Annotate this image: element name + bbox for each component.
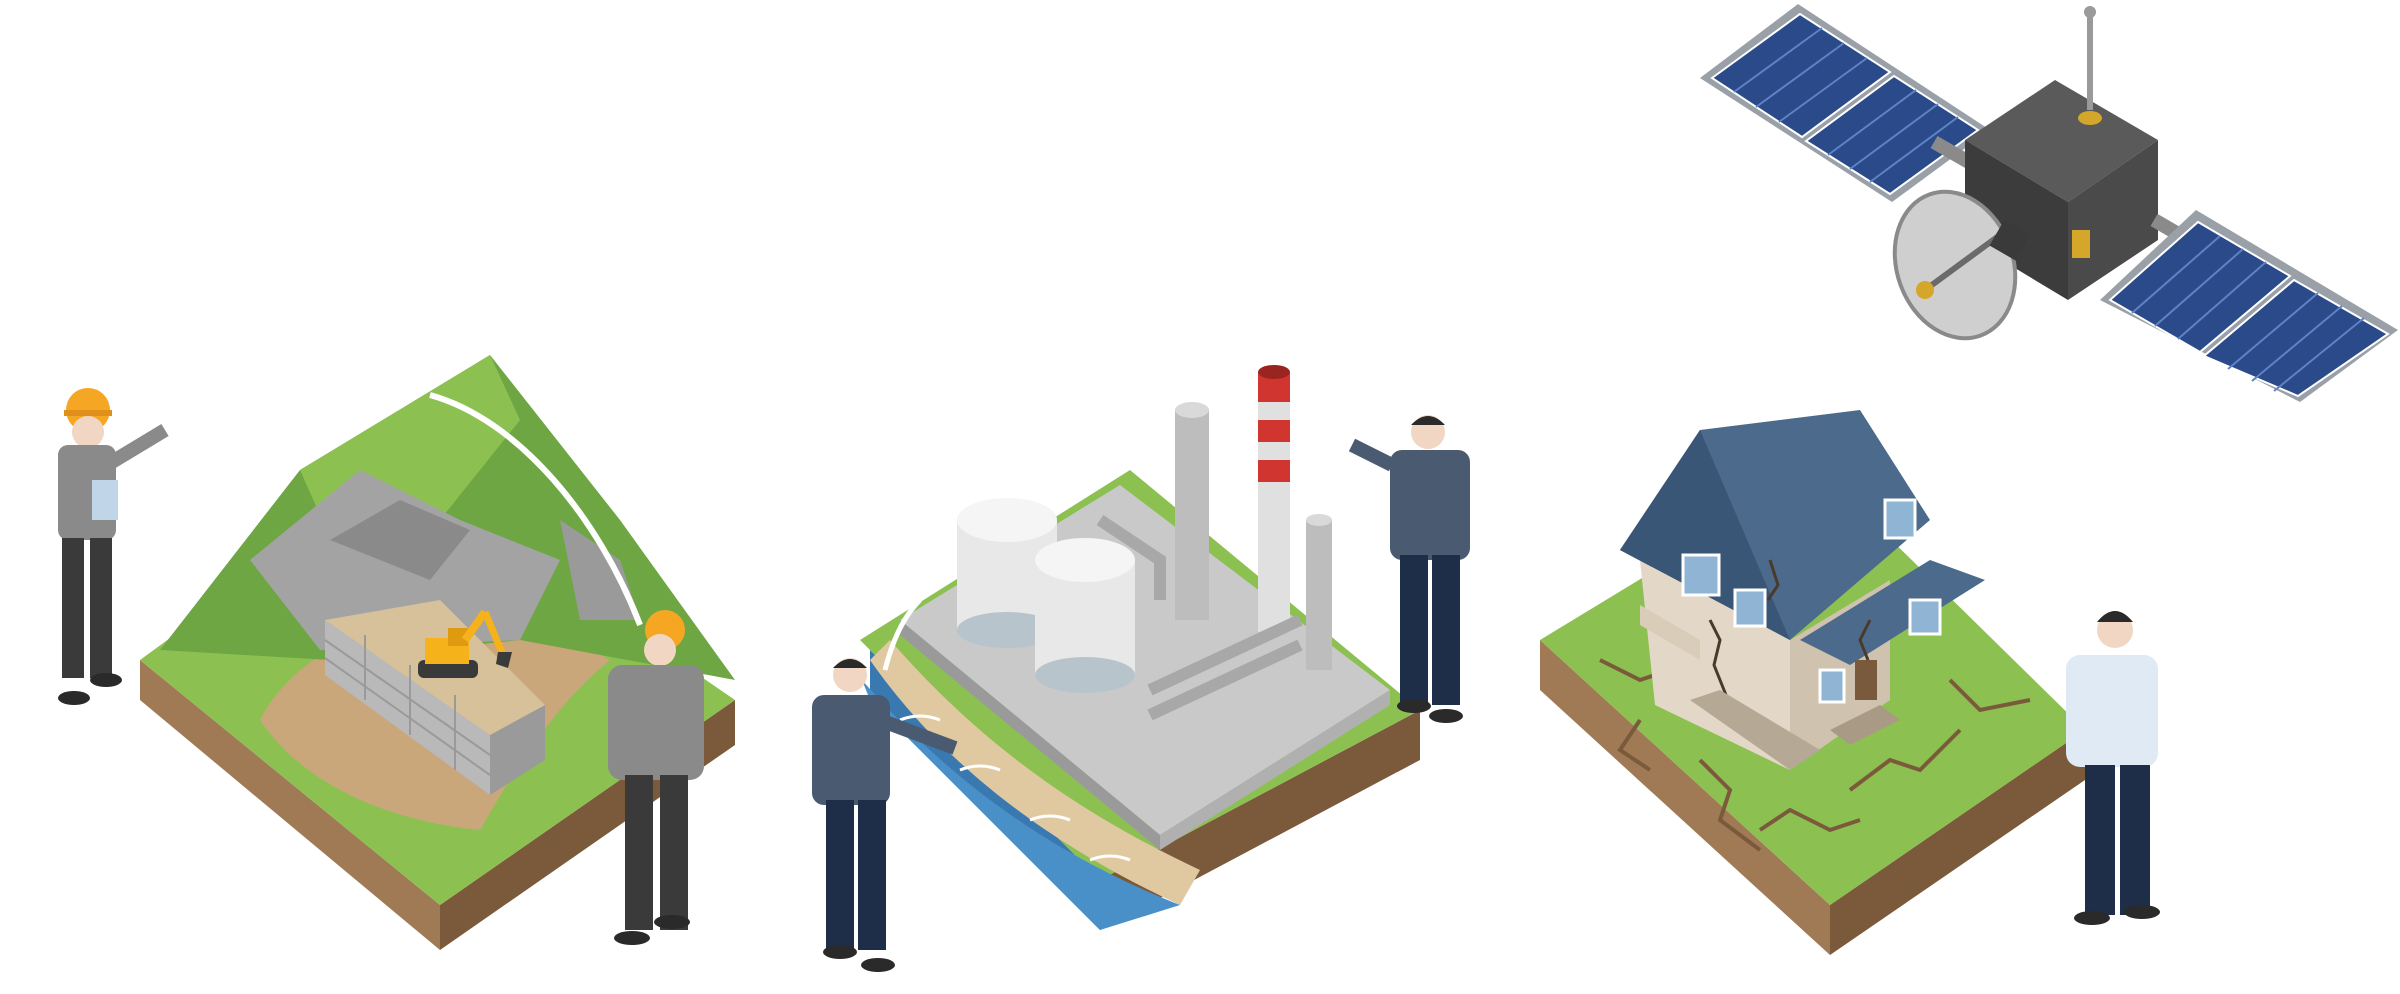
satellite-dish (1892, 189, 2031, 341)
excavator-icon (418, 609, 512, 678)
panel-coastal-industrial-plant (812, 365, 1470, 972)
satellite-body (1965, 80, 2158, 300)
person-figure (1348, 415, 1470, 723)
person-figure (2066, 611, 2160, 925)
panel-mountain-quarry (58, 355, 735, 950)
panel-earthquake-damaged-house (1540, 410, 2160, 955)
person-figure (812, 658, 958, 972)
storage-tank (1035, 538, 1135, 693)
engineer-figure (608, 610, 704, 945)
solar-panel-right (2100, 210, 2398, 402)
satellite-icon (1700, 4, 2398, 402)
house-icon (1620, 410, 1985, 770)
factory-icon (1096, 365, 1332, 721)
engineer-figure (58, 388, 169, 705)
solar-panel-left (1700, 4, 1990, 202)
